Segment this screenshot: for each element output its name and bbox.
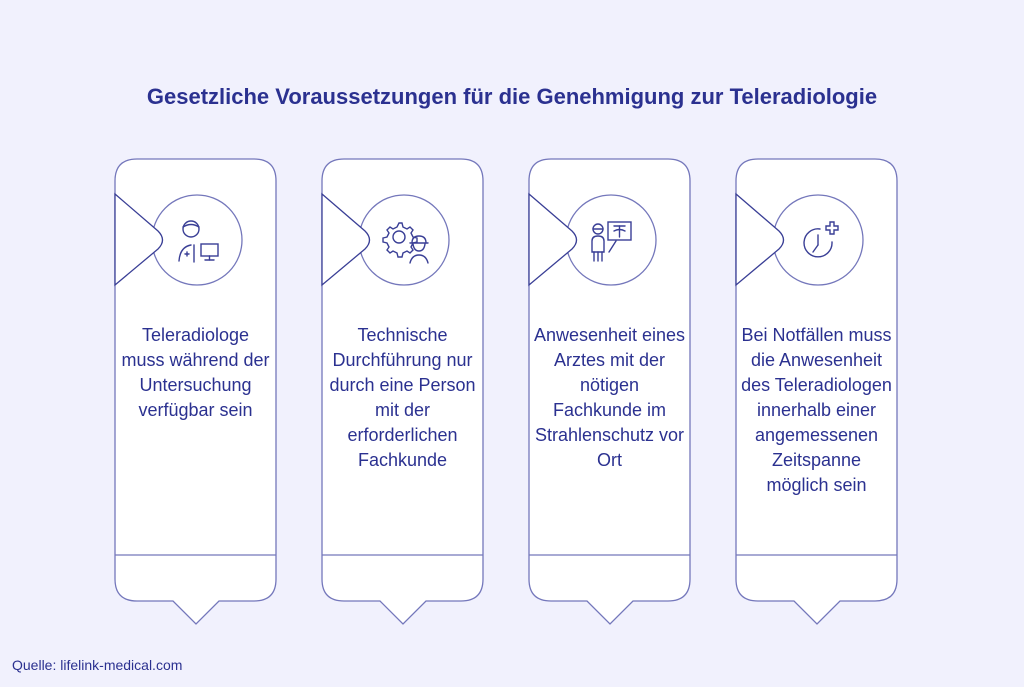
card-text: Anwesenheit eines Arztes mit der nötigen… [533, 325, 686, 470]
card-frame [114, 158, 277, 625]
card-frame [321, 158, 484, 625]
requirement-card-2: Technische Durchführung nur durch eine P… [321, 158, 484, 629]
card-frame [528, 158, 691, 625]
card-text: Teleradiologe muss während der Untersuch… [121, 325, 270, 420]
doctor-xray-icon [591, 221, 632, 262]
source-credit: Quelle: lifelink-medical.com [12, 657, 183, 673]
card-text: Bei Notfällen muss die Anwesenheit des T… [741, 325, 892, 495]
page-title: Gesetzliche Voraussetzungen für die Gene… [146, 84, 878, 109]
clock-plus-icon [803, 221, 839, 258]
requirement-card-1: Teleradiologe muss während der Untersuch… [114, 158, 277, 629]
requirement-card-3: Anwesenheit eines Arztes mit der nötigen… [528, 158, 691, 629]
card-text: Technische Durchführung nur durch eine P… [329, 325, 476, 470]
requirement-card-4: Bei Notfällen muss die Anwesenheit des T… [735, 158, 898, 629]
doctor-monitor-icon [178, 220, 219, 263]
card-frame [735, 158, 898, 625]
gear-technician-icon [382, 222, 429, 264]
